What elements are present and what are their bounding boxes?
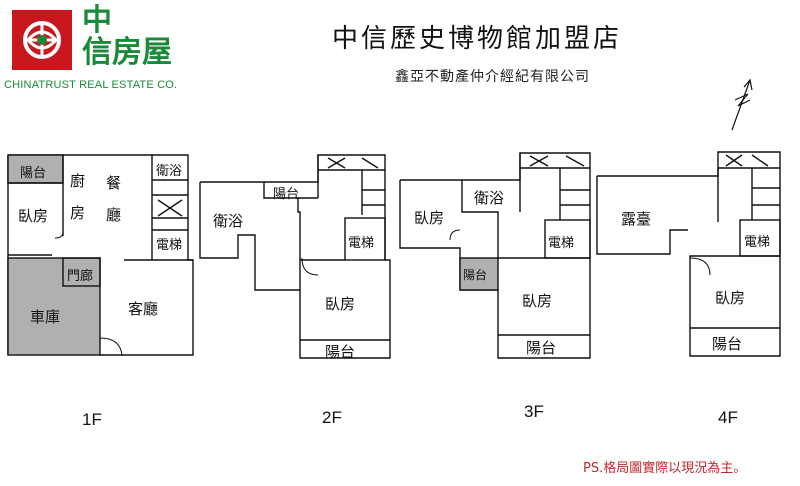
disclaimer-note: PS.格局圖實際以現況為主。 [583,461,747,476]
floor-3f-plan [399,152,591,359]
floor-label-3f: 3F [524,402,544,421]
logo-mark [12,10,72,70]
globe-icon [12,10,72,70]
label-2f-elevator: 電梯 [348,236,375,251]
label-1f-kitchen-a: 廚 [70,172,86,190]
label-3f-balcony-small: 陽台 [463,268,488,282]
label-4f-bedroom: 臥房 [715,289,746,307]
label-3f-balcony: 陽台 [526,339,557,357]
label-4f-elevator: 電梯 [744,235,771,250]
label-2f-balcony-top: 陽台 [273,187,300,202]
label-1f-elevator: 電梯 [156,238,183,253]
floor-label-1f: 1F [82,410,102,429]
label-4f-balcony: 陽台 [712,335,743,353]
floor-4f-plan [596,151,781,357]
floor-label-2f: 2F [322,408,342,427]
label-3f-bedroom-b: 臥房 [522,292,553,310]
label-1f-bath: 衛浴 [156,164,183,179]
label-3f-bath: 衛浴 [474,189,505,207]
label-1f-garage: 車庫 [30,308,61,326]
label-1f-kitchen-b: 房 [70,204,86,222]
floor-2f-plan [199,154,391,359]
brand-name: 中 信房屋 [82,6,172,68]
label-1f-hallway: 門廊 [67,269,94,284]
company-name: 鑫亞不動產仲介經紀有限公司 [395,69,590,85]
brand-name-line2: 信房屋 [82,35,172,70]
label-3f-bedroom-a: 臥房 [414,209,445,227]
label-2f-balcony: 陽台 [325,343,356,361]
floor-1f-plan [7,154,194,356]
label-1f-balcony: 陽台 [20,166,47,181]
label-4f-terrace: 露臺 [621,210,652,228]
label-1f-bedroom: 臥房 [18,207,49,225]
brand-name-line1: 中 [82,3,112,38]
label-3f-elevator: 電梯 [548,236,575,251]
store-title: 中信歷史博物館加盟店 [332,24,623,54]
north-arrow-icon [731,78,753,131]
room-3f-balcony-small [459,257,499,291]
label-1f-dining-b: 廳 [106,206,122,224]
label-1f-dining-a: 餐 [106,174,122,192]
room-1f-garage [7,257,101,356]
label-2f-bath: 衛浴 [213,212,244,230]
brand-name-en: CHINATRUST REAL ESTATE CO. [4,79,178,91]
floor-label-4f: 4F [718,408,738,427]
room-1f-hallway [62,257,101,287]
label-1f-living: 客廳 [128,300,159,318]
label-2f-bedroom: 臥房 [325,295,356,313]
